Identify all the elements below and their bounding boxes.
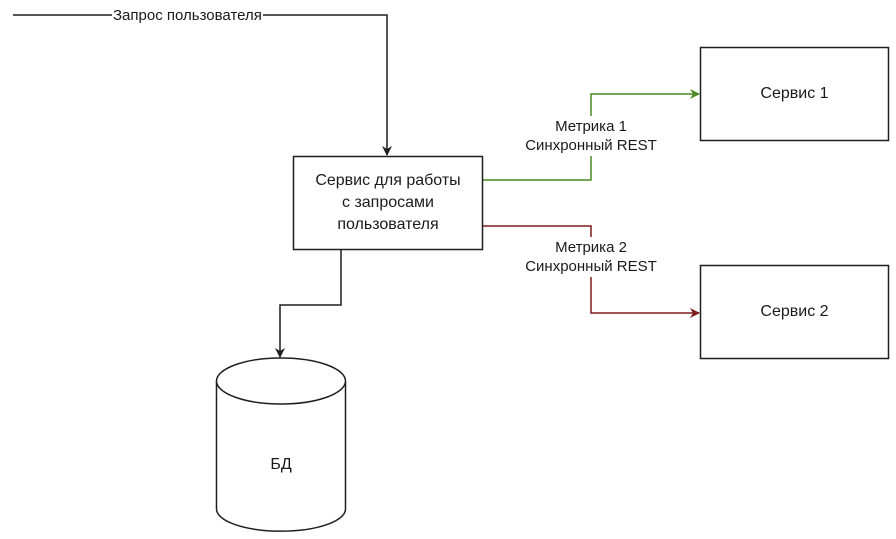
- node-service2-label: Сервис 2: [760, 303, 829, 320]
- node-main-service-label-line2: с запросами: [342, 194, 434, 211]
- edge-user-request[interactable]: [13, 14, 392, 156]
- database-cylinder-body: [215, 381, 347, 532]
- edge-to-database[interactable]: [275, 249, 342, 358]
- edge-metric2-label-line2: Синхронный REST: [525, 258, 657, 275]
- node-main-service-label-line1: Сервис для работы: [315, 172, 461, 189]
- edge-metric1-label: Метрика 1 Синхронный REST: [513, 116, 669, 156]
- node-service1-label: Сервис 1: [760, 85, 829, 102]
- edge-metric1-label-line1: Метрика 1: [555, 118, 627, 135]
- edge-metric1-label-line2: Синхронный REST: [525, 137, 657, 154]
- node-database-label: БД: [270, 456, 292, 473]
- node-service2[interactable]: [699, 264, 890, 360]
- node-service1[interactable]: [699, 46, 890, 142]
- edge-metric2-label: Метрика 2 Синхронный REST: [513, 237, 669, 277]
- node-main-service[interactable]: [292, 155, 484, 251]
- node-main-service-label-line3: пользователя: [337, 216, 439, 233]
- edge-user-request-label: Запрос пользователя: [112, 6, 263, 25]
- edge-metric2-label-line1: Метрика 2: [555, 239, 627, 256]
- database-cylinder-top: [215, 357, 347, 405]
- node-database[interactable]: [215, 357, 347, 532]
- node-main-service-label: Сервис для работы с запросами пользовате…: [294, 157, 482, 249]
